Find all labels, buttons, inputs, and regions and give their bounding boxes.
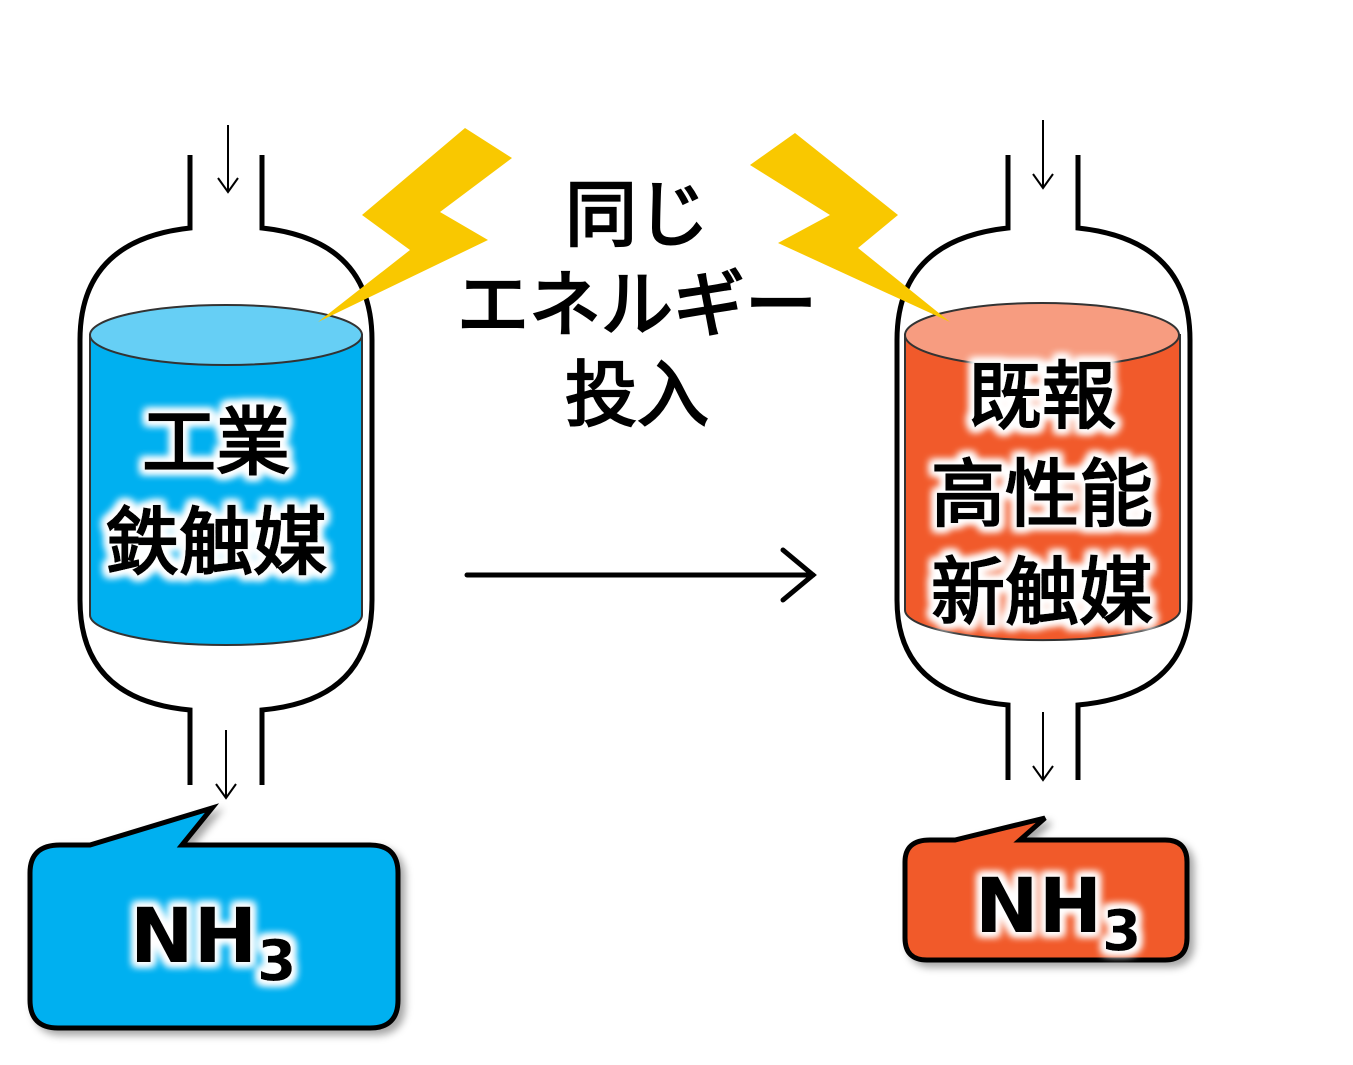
right-inlet-arrow-icon [1032, 120, 1054, 190]
right-catalyst-label-3: 新触媒 [931, 550, 1154, 636]
left-catalyst-label-1: 工業 [142, 400, 290, 486]
right-lightning-icon [750, 133, 950, 322]
left-product-label: NH3 [130, 891, 296, 994]
right-catalyst-label-1: 既報 [968, 354, 1116, 440]
right-reactor-vessel [894, 155, 1193, 780]
center-label-line1: 同じ [565, 173, 709, 257]
transition-arrow-icon [464, 547, 817, 603]
right-product-bubble [902, 815, 1190, 963]
left-inlet-arrow-icon [217, 125, 239, 194]
center-label-line3: 投入 [565, 353, 709, 437]
center-label-line2: エネルギー [457, 263, 817, 347]
left-lightning-icon [318, 128, 512, 322]
right-outlet-arrow-icon [1032, 712, 1054, 782]
right-catalyst-bed [904, 302, 1181, 642]
left-reactor-vessel [77, 155, 375, 785]
left-catalyst-bed [89, 304, 363, 646]
right-catalyst-label-2: 高性能 [931, 452, 1153, 538]
right-reactor: 既報 高性能 新触媒 [894, 120, 1193, 782]
right-product-label: NH3 [975, 861, 1141, 964]
left-outlet-arrow-icon [215, 730, 237, 800]
left-catalyst-label-2: 鉄触媒 [105, 500, 328, 586]
left-product-bubble [27, 803, 401, 1031]
left-reactor: 工業 鉄触媒 [77, 125, 375, 800]
